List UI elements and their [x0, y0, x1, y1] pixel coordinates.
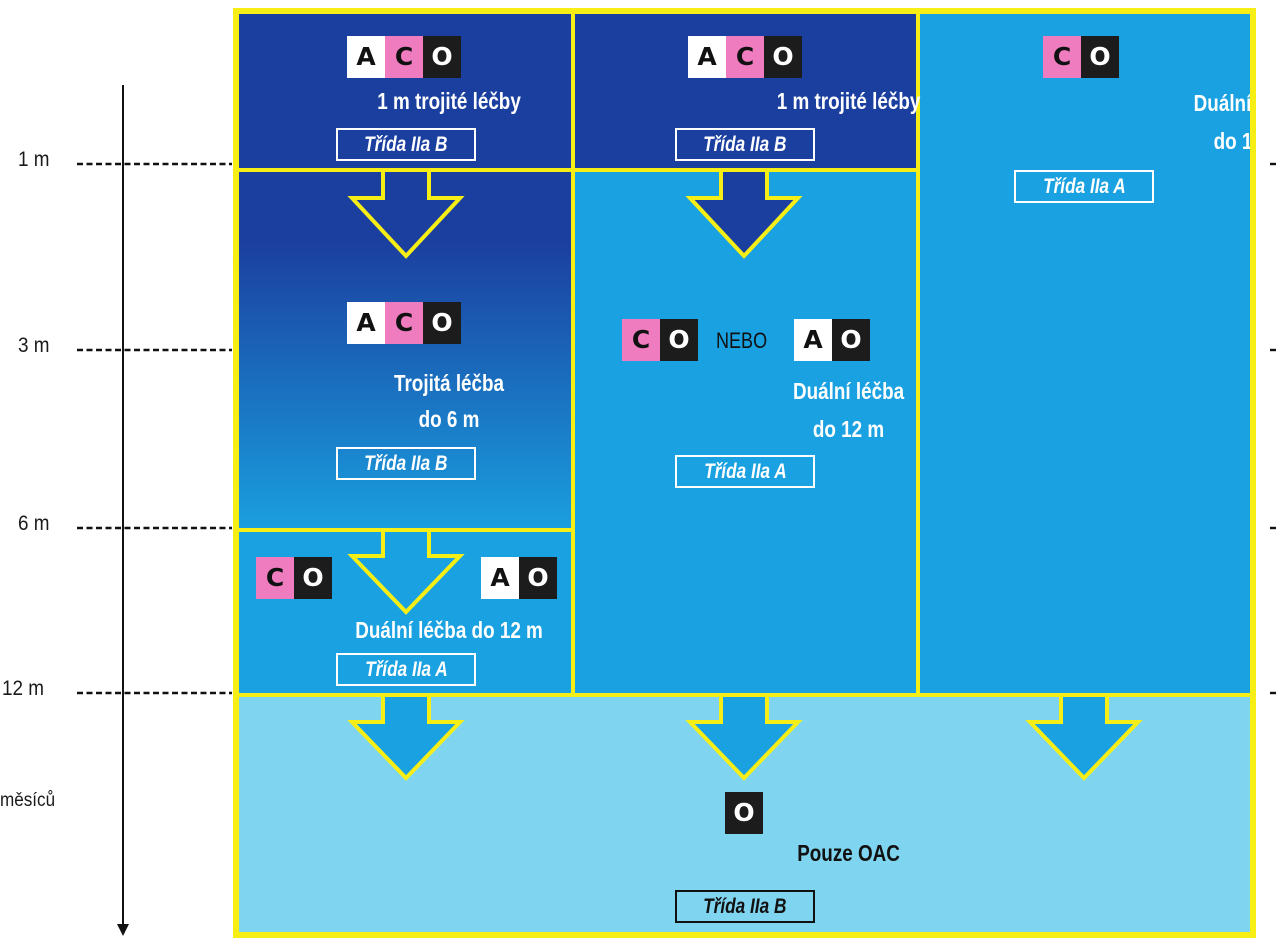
arrow-col1-6m — [347, 528, 465, 615]
connector-label: NEBO — [716, 328, 768, 353]
class-box: Třída IIa B — [336, 447, 476, 480]
class-label: Třída IIa B — [364, 452, 448, 475]
col3-section1-label-line1: Duální léčba — [1193, 90, 1279, 116]
badge-letter-a: A — [794, 319, 832, 361]
badge-letter-a: A — [347, 36, 385, 78]
col2-section2-label-line1: Duální léčba — [792, 378, 905, 404]
class-label: Třída IIa B — [703, 895, 787, 918]
badge-letter-o: O — [725, 792, 763, 834]
badge-letter-a: A — [688, 36, 726, 78]
tick-label-3m: 3 m — [18, 334, 50, 357]
badge-letter-c: C — [385, 302, 423, 344]
col2-section2-background — [573, 170, 918, 695]
badge-letter-o: O — [423, 302, 461, 344]
class-box: Třída IIa B — [675, 890, 815, 923]
badge-letter-c: C — [1043, 36, 1081, 78]
arrow-col1-1m — [347, 168, 465, 259]
class-label: Třída IIa A — [1042, 175, 1126, 198]
class-label: Třída IIa A — [703, 460, 787, 483]
badge-letter-c: C — [385, 36, 423, 78]
arrow-col1-12m — [347, 693, 465, 781]
badge-letter-a: A — [347, 302, 385, 344]
class-label: Třída IIa B — [364, 133, 448, 156]
badge-letter-a: A — [481, 557, 519, 599]
arrow-col2-12m — [685, 693, 803, 781]
badge-letter-o: O — [423, 36, 461, 78]
col1-section2-label-line2: do 6 m — [418, 406, 480, 432]
col1-section1-label: 1 m trojité léčby — [377, 88, 521, 114]
badge-letter-o: O — [660, 319, 698, 361]
badge-letter-c: C — [622, 319, 660, 361]
time-axis-arrowhead — [117, 924, 129, 936]
class-box: Třída IIa B — [675, 128, 815, 161]
col1-section3-label: Duální léčba do 12 m — [355, 617, 543, 643]
class-label: Třída IIa A — [364, 658, 448, 681]
arrow-col2-1m — [685, 168, 803, 259]
col2-section1-label: 1 m trojité léčby — [776, 88, 921, 114]
badge-letter-o: O — [832, 319, 870, 361]
badge-letter-o: O — [764, 36, 802, 78]
col1-section2-label-line1: Trojitá léčba — [393, 370, 505, 396]
outer-frame — [233, 8, 1256, 938]
class-box: Třída IIa A — [336, 653, 476, 686]
class-box: Třída IIa A — [1014, 170, 1154, 203]
class-box: Třída IIa B — [336, 128, 476, 161]
bottom-label: Pouze OAC — [797, 840, 900, 866]
col2-section2-label-line2: do 12 m — [812, 416, 885, 442]
badge-letter-o: O — [294, 557, 332, 599]
col3-section1-background — [918, 14, 1250, 695]
time-axis-unit-label: měsíců — [0, 790, 56, 811]
class-label: Třída IIa B — [703, 133, 787, 156]
badge-letter-o: O — [1081, 36, 1119, 78]
right-edge-tick-marks — [1270, 162, 1279, 695]
col3-section1-label-line2: do 12 m — [1213, 128, 1279, 154]
tick-label-12m: 12 m — [2, 677, 45, 700]
tick-label-1m: 1 m — [18, 148, 50, 171]
badge-letter-c: C — [726, 36, 764, 78]
tick-label-6m: 6 m — [18, 512, 50, 535]
class-box: Třída IIa A — [675, 455, 815, 488]
badge-letter-c: C — [256, 557, 294, 599]
arrow-col3-12m — [1025, 693, 1143, 781]
badge-letter-o: O — [519, 557, 557, 599]
time-axis-lines — [77, 85, 232, 936]
